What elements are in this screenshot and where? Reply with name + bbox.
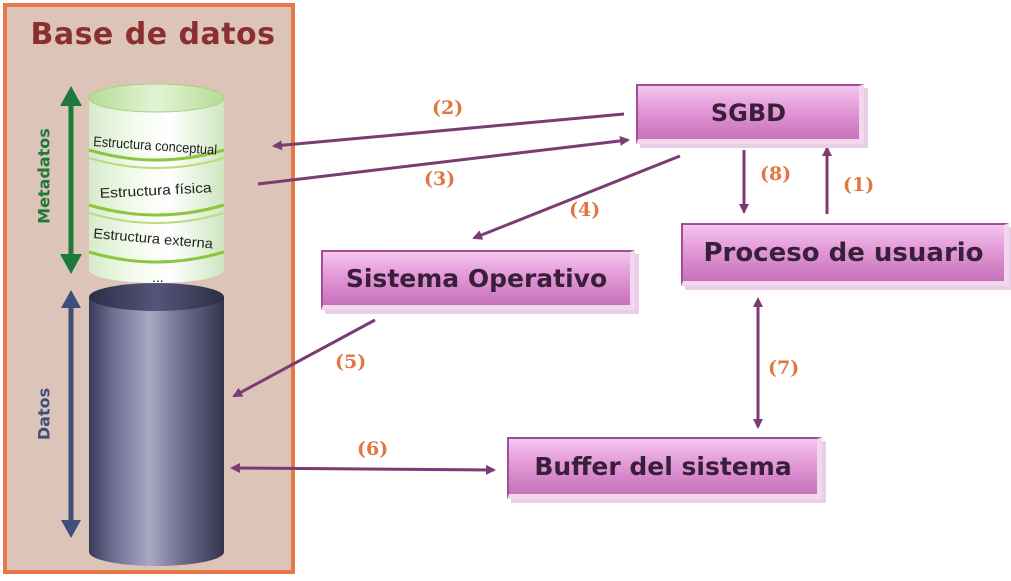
step-label-1: (1) [843,174,875,196]
arrow-4-sgbd-to-os [472,154,681,240]
arrow-2-sgbd-to-metadata [272,112,625,151]
sgbd-box: SGBD [636,84,864,144]
arrow-5-os-to-data [232,318,376,398]
step-label-3: (3) [424,168,456,190]
step-label-7: (7) [768,357,800,379]
database-title: Base de datos [30,17,276,52]
step-label-5: (5) [335,351,367,373]
arrow-3-metadata-to-sgbd [257,135,630,186]
layer-band [88,148,225,162]
arrow-6-data-buffer [230,463,496,475]
step-label-8: (8) [760,163,792,185]
metadata-range-arrow [60,86,82,274]
layer-ellipsis: ... [152,269,164,285]
operating-system-box: Sistema Operativo [321,250,635,310]
layer-band [88,157,225,169]
data-label: Datos [34,387,54,441]
step-label-4: (4) [569,199,601,221]
layer-band [88,203,225,217]
step-label-2: (2) [432,97,464,119]
user-process-box: Proceso de usuario [681,223,1009,286]
step-label-6: (6) [357,438,389,460]
data-range-arrow [61,290,81,538]
layer-band [88,250,225,264]
layer-physical: Estructura física [99,179,212,201]
data-cylinder [89,283,224,566]
metadata-label: Metadatos [34,128,54,224]
metadata-cylinder: Estructura conceptual Estructura física … [88,83,225,285]
layer-band [88,212,225,224]
system-buffer-box: Buffer del sistema [507,437,822,499]
